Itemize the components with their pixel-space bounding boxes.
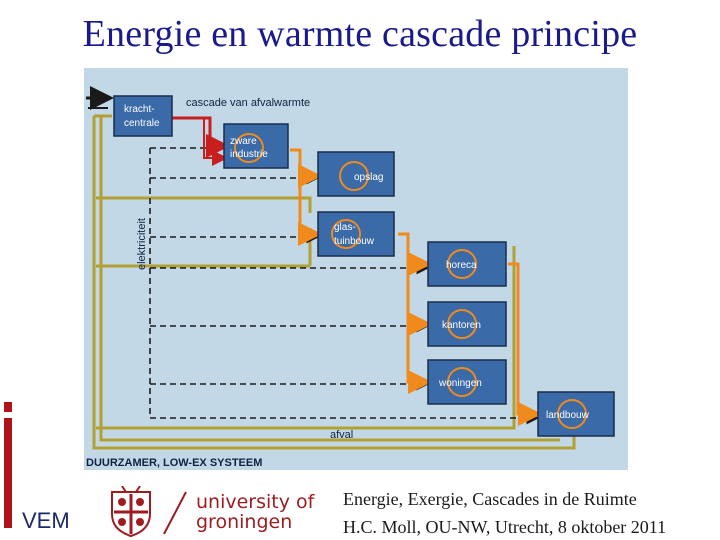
- heat-loop-icon: [557, 399, 587, 429]
- orange-cascade-flow: [290, 148, 542, 426]
- cascade-diagram: kracht- centrale zware industrie opslag …: [84, 68, 628, 470]
- svg-text:kantoren: kantoren: [442, 320, 481, 331]
- heat-loop-icon: [339, 161, 369, 191]
- node-opslag: opslag: [317, 151, 395, 197]
- vem-logo-text: VEM: [22, 508, 70, 533]
- svg-text:industrie: industrie: [230, 149, 268, 160]
- label-afval: afval: [330, 429, 353, 441]
- accent-bar: [4, 418, 12, 528]
- node-landbouw: landbouw: [537, 391, 615, 437]
- diagram-caption: DUURZAMER, LOW-EX SYSTEEM: [86, 457, 262, 469]
- university-wordmark: university of groningen: [196, 492, 314, 532]
- university-crest-icon: [111, 486, 151, 538]
- node-kantoren: kantoren: [427, 301, 507, 347]
- svg-text:woningen: woningen: [438, 378, 482, 389]
- node-horeca: horeca: [427, 241, 507, 287]
- red-cascade-flow: [172, 116, 230, 166]
- cascade-diagram-svg: kracht- centrale zware industrie opslag …: [84, 68, 628, 470]
- heat-loop-icon: [447, 367, 477, 397]
- svg-text:landbouw: landbouw: [546, 410, 590, 421]
- svg-text:opslag: opslag: [354, 172, 383, 183]
- label-elektriciteit: elektriciteit: [136, 218, 148, 270]
- svg-text:centrale: centrale: [124, 118, 160, 129]
- university-line1: university of: [196, 491, 315, 513]
- supply-lines: [86, 86, 114, 110]
- svg-text:kracht-: kracht-: [124, 104, 155, 115]
- node-glastuinbouw: glas- tuinbouw: [317, 211, 395, 257]
- label-cascade: cascade van afvalwarmte: [186, 97, 310, 109]
- node-woningen: woningen: [427, 359, 507, 405]
- node-krachtcentrale: kracht- centrale: [113, 95, 173, 137]
- svg-text:horeca: horeca: [446, 260, 477, 271]
- svg-text:glas-: glas-: [334, 222, 356, 233]
- heat-loop-icon: [447, 249, 477, 279]
- accent-bar-top: [4, 402, 12, 412]
- heat-loop-icon: [331, 219, 361, 249]
- heat-loop-icon: [447, 309, 477, 339]
- footer-line-2: H.C. Moll, OU-NW, Utrecht, 8 oktober 201…: [343, 517, 667, 537]
- footer-line-1: Energie, Exergie, Cascades in de Ruimte: [343, 489, 637, 509]
- svg-text:zware: zware: [230, 136, 257, 147]
- logo-divider-slash: [163, 491, 187, 535]
- olive-return-lines: [92, 114, 576, 450]
- node-zware-industrie: zware industrie: [223, 123, 289, 169]
- university-line2: groningen: [196, 511, 293, 533]
- slide-title: Energie en warmte cascade principe: [82, 13, 638, 55]
- heat-loop-icon: [234, 133, 264, 163]
- svg-text:tuinbouw: tuinbouw: [334, 236, 375, 247]
